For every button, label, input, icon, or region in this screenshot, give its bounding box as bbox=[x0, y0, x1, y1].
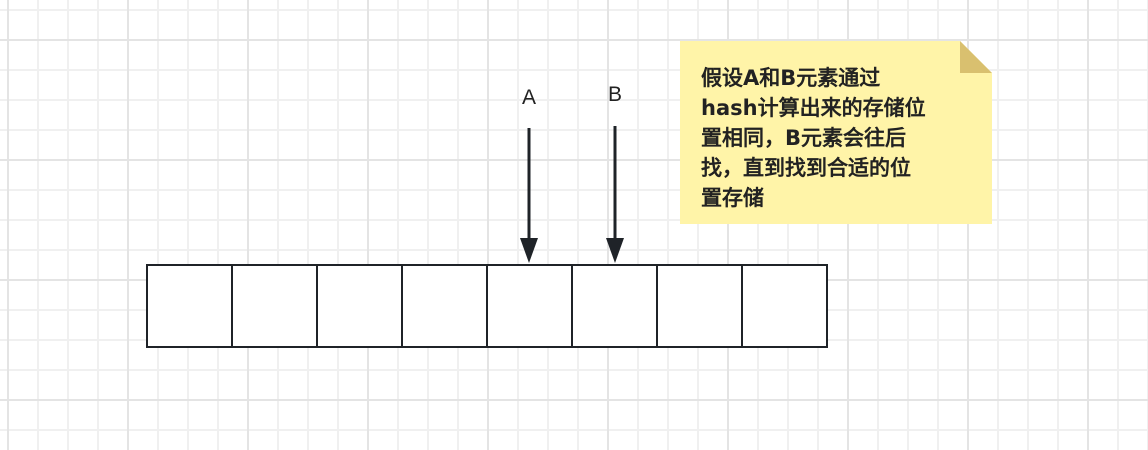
hash-array bbox=[146, 264, 828, 348]
array-cell-2[interactable] bbox=[316, 264, 403, 348]
note-line-4: 找，直到找到合适的位 bbox=[701, 156, 911, 180]
arrow-a-label[interactable]: A bbox=[521, 86, 536, 109]
note-line-1: 假设A和B元素通过 bbox=[701, 66, 881, 90]
note-text: 假设A和B元素通过 hash计算出来的存储位 置相同，B元素会往后 找，直到找到… bbox=[701, 63, 971, 213]
arrowhead-icon bbox=[520, 238, 538, 263]
array-cell-7[interactable] bbox=[741, 264, 828, 348]
folded-corner-icon bbox=[960, 41, 992, 73]
array-cell-6[interactable] bbox=[656, 264, 743, 348]
arrowhead-icon bbox=[606, 238, 624, 263]
array-cell-4[interactable] bbox=[486, 264, 573, 348]
note-line-3: 置相同，B元素会往后 bbox=[701, 126, 907, 150]
arrow-a[interactable] bbox=[520, 128, 538, 263]
note-shape bbox=[680, 41, 992, 224]
array-cell-0[interactable] bbox=[146, 264, 233, 348]
arrow-b-label[interactable]: B bbox=[607, 83, 622, 106]
note-line-2: hash计算出来的存储位 bbox=[701, 96, 926, 120]
array-cell-1[interactable] bbox=[231, 264, 318, 348]
arrow-b[interactable] bbox=[606, 126, 624, 263]
sticky-note[interactable]: 假设A和B元素通过 hash计算出来的存储位 置相同，B元素会往后 找，直到找到… bbox=[680, 41, 992, 224]
note-line-5: 置存储 bbox=[701, 186, 764, 210]
